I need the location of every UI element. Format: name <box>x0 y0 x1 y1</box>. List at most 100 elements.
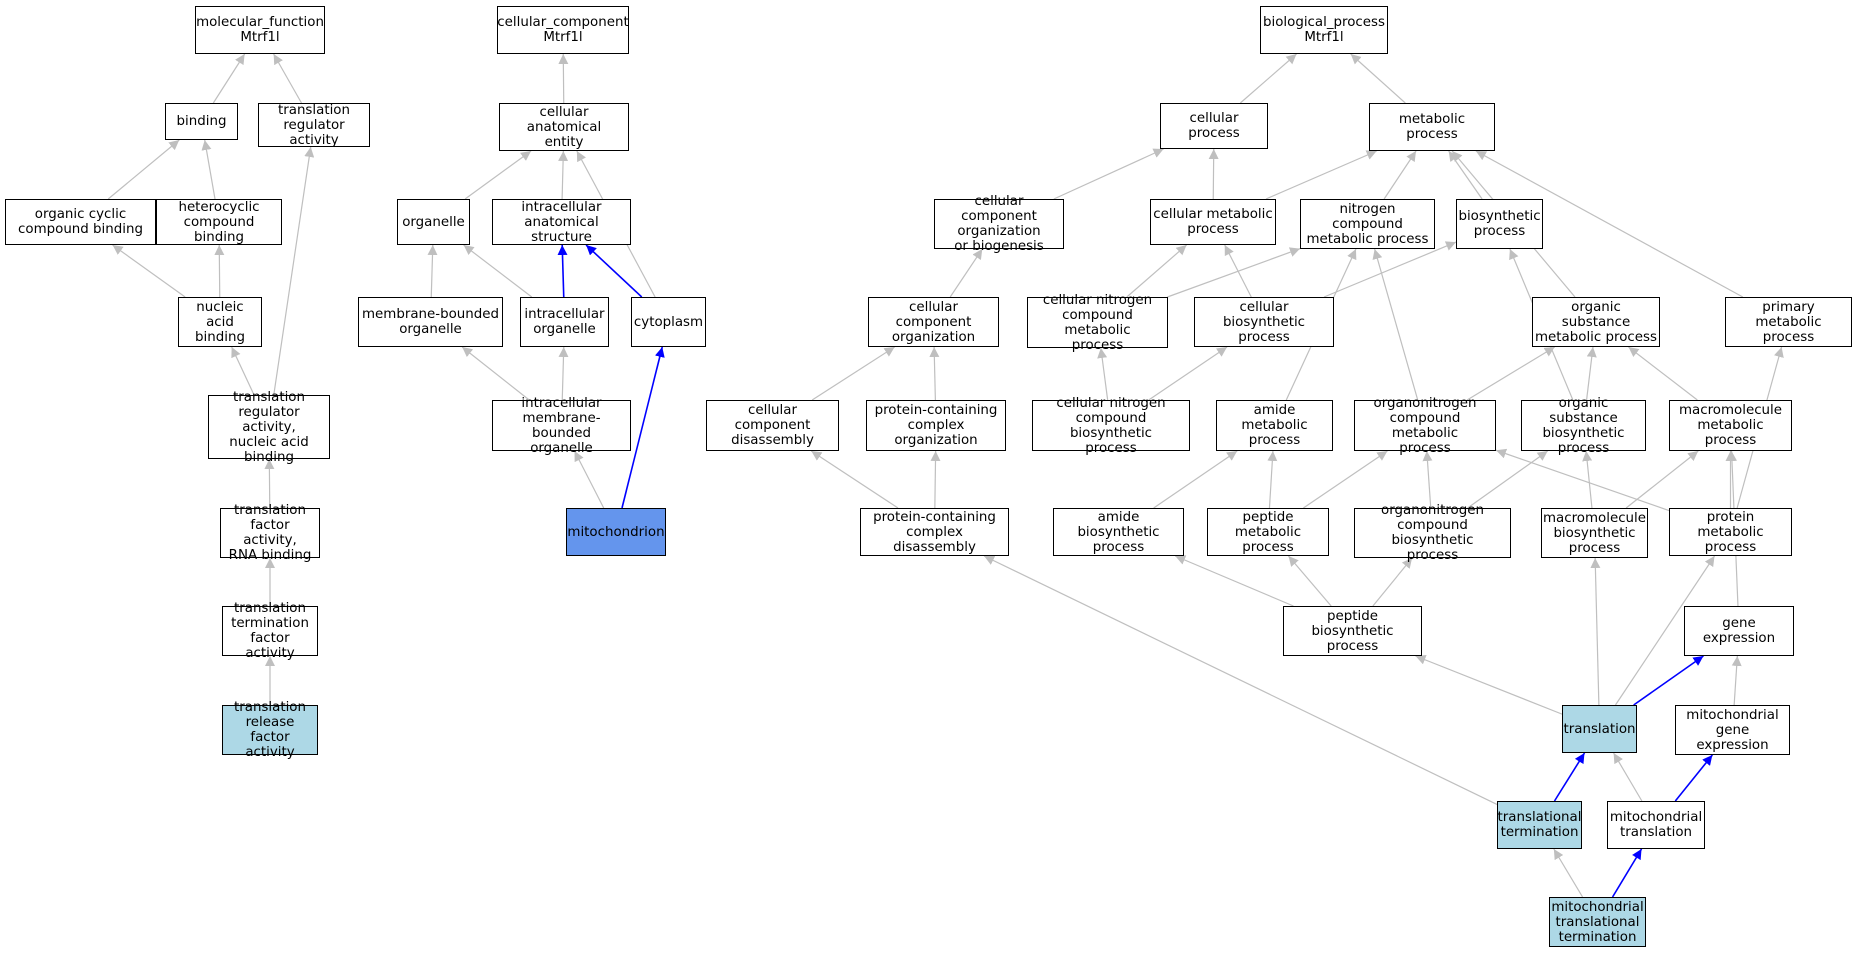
edge-ncmp-to-met_proc <box>1383 150 1417 200</box>
edge-pepbp-to-pepmp <box>1288 555 1332 607</box>
edge-mito_ge-to-gene_exp <box>1731 655 1742 706</box>
go-term-node-het-cyc[interactable]: heterocyclic compound binding <box>156 199 282 245</box>
go-term-node-pcd[interactable]: protein-containing complex disassembly <box>860 508 1009 556</box>
edge-ias-to-cae <box>558 150 569 200</box>
go-term-node-mbp[interactable]: macromolecule biosynthetic process <box>1541 508 1648 558</box>
go-term-node-org-cyc[interactable]: organic cyclic compound binding <box>5 199 156 245</box>
go-term-node-cytoplasm[interactable]: cytoplasm <box>631 297 706 347</box>
edge-mbo-to-organelle <box>427 244 438 298</box>
go-term-node-bp-root[interactable]: biological_process Mtrf1l <box>1260 6 1388 54</box>
go-term-node-met-proc[interactable]: metabolic process <box>1369 103 1495 151</box>
go-term-node-cncbp[interactable]: cellular nitrogen compound biosynthetic … <box>1032 396 1190 456</box>
edge-nuc_acid-to-het_cyc <box>214 244 225 298</box>
go-term-node-pmp[interactable]: primary metabolic process <box>1725 297 1852 347</box>
go-term-node-amp[interactable]: amide metabolic process <box>1216 400 1333 451</box>
go-term-node-organelle[interactable]: organelle <box>397 199 470 245</box>
go-term-node-trans-term-fact[interactable]: translation termination factor activity <box>222 601 318 661</box>
edge-mbp-to-osbp <box>1582 450 1593 509</box>
edge-mmp-to-osmp <box>1628 346 1698 401</box>
go-term-node-ias[interactable]: intracellular anatomical structure <box>492 199 631 245</box>
edge-cbp-to-cmp <box>1224 244 1252 298</box>
edge-imbo-to-mbo <box>461 346 530 401</box>
edge-cco-to-ccob <box>949 248 983 298</box>
go-term-node-mmp[interactable]: macromolecule metabolic process <box>1669 400 1792 451</box>
edge-io-to-organelle <box>463 244 533 298</box>
go-term-node-cae[interactable]: cellular anatomical entity <box>499 103 629 151</box>
edge-mito_trans-to-translation <box>1613 752 1643 802</box>
edge-pepmp-to-amp <box>1267 450 1278 509</box>
edge-pepbp-to-oncbp <box>1372 557 1413 607</box>
edge-cytoplasm-to-ias <box>585 244 643 298</box>
go-term-node-mito-tt[interactable]: mitochondrial translational termination <box>1549 897 1646 947</box>
go-term-node-mbo[interactable]: membrane-bounded organelle <box>358 297 503 347</box>
go-term-node-translation[interactable]: translation <box>1562 705 1637 753</box>
edge-abp-to-amp <box>1153 450 1238 509</box>
edge-ccob-to-cell_proc <box>1053 148 1164 200</box>
go-term-node-cbp[interactable]: cellular biosynthetic process <box>1194 297 1334 347</box>
go-term-node-mito-trans[interactable]: mitochondrial translation <box>1607 801 1705 849</box>
go-term-node-io[interactable]: intracellular organelle <box>520 297 609 347</box>
go-term-node-ccob[interactable]: cellular component organization or bioge… <box>934 194 1064 254</box>
go-term-node-oncmp[interactable]: organonitrogen compound metabolic proces… <box>1354 396 1496 456</box>
go-term-node-bios[interactable]: biosynthetic process <box>1456 199 1543 249</box>
edge-ccd-to-cco <box>811 346 895 401</box>
edge-trans_reg_na-to-trans_reg <box>273 146 315 396</box>
go-term-node-trans-reg-na[interactable]: translation regulator activity, nucleic … <box>208 390 330 465</box>
go-term-node-mito-ge[interactable]: mitochondrial gene expression <box>1675 705 1790 755</box>
go-term-node-osbp[interactable]: organic substance biosynthetic process <box>1521 396 1646 456</box>
go-term-node-ccd[interactable]: cellular component disassembly <box>706 400 839 451</box>
edge-oncmp-to-osmp <box>1466 346 1556 401</box>
edge-imbo-to-io <box>558 346 569 401</box>
go-term-node-mf-root[interactable]: molecular_function Mtrf1l <box>195 6 325 54</box>
go-term-node-cco[interactable]: cellular component organization <box>868 297 999 347</box>
go-term-node-trans-reg[interactable]: translation regulator activity <box>258 103 370 148</box>
edge-mito-to-cytoplasm <box>621 346 665 509</box>
go-term-node-protmp[interactable]: protein metabolic process <box>1669 508 1792 556</box>
go-term-node-trans-term[interactable]: translational termination <box>1497 801 1582 849</box>
go-term-node-imbo[interactable]: intracellular membrane-bounded organelle <box>492 396 631 456</box>
go-term-node-cncmp[interactable]: cellular nitrogen compound metabolic pro… <box>1027 293 1168 353</box>
go-term-node-pepmp[interactable]: peptide metabolic process <box>1207 508 1329 556</box>
edge-mito_tt-to-trans_term <box>1553 848 1584 898</box>
go-term-node-nuc-acid[interactable]: nucleic acid binding <box>178 297 262 347</box>
edge-oncbp-to-oncmp <box>1422 450 1433 509</box>
go-term-node-osmp[interactable]: organic substance metabolic process <box>1532 297 1660 347</box>
edge-cell_proc-to-bp_root <box>1239 53 1297 104</box>
edge-cmp-to-met_proc <box>1265 150 1377 200</box>
edge-cncmp-to-cmp <box>1126 244 1187 298</box>
go-term-node-trans-fact[interactable]: translation factor activity, RNA binding <box>220 503 320 563</box>
edge-translation-to-pepbp <box>1415 655 1563 715</box>
edge-io-to-ias <box>557 244 568 298</box>
edge-mito_tt-to-mito_trans <box>1611 848 1643 898</box>
edge-cbp-to-bios <box>1323 241 1457 298</box>
go-term-node-cc-root[interactable]: cellular_component Mtrf1l <box>497 6 629 54</box>
go-term-node-mito[interactable]: mitochondrion <box>566 508 666 556</box>
go-term-node-cmp[interactable]: cellular metabolic process <box>1150 199 1276 245</box>
edge-pcd-to-ccd <box>810 450 899 509</box>
edge-cncmp-to-ncmp <box>1167 247 1301 298</box>
edge-trans_reg-to-mf_root <box>273 53 303 104</box>
edge-pco-to-cco <box>929 346 940 401</box>
go-term-node-gene-exp[interactable]: gene expression <box>1684 606 1794 656</box>
edge-trans_reg_na-to-nuc_acid <box>231 346 255 396</box>
edge-pepmp-to-oncmp <box>1303 450 1388 509</box>
go-term-node-oncbp[interactable]: organonitrogen compound biosynthetic pro… <box>1354 503 1511 563</box>
edge-cmp-to-cell_proc <box>1208 148 1219 200</box>
edge-protmp-to-oncmp <box>1495 448 1670 512</box>
edge-mito_trans-to-mito_ge <box>1674 754 1713 802</box>
go-term-node-cell-proc[interactable]: cellular process <box>1160 103 1268 149</box>
go-term-node-trans-rel[interactable]: translation release factor activity <box>222 700 318 760</box>
go-term-node-ncmp[interactable]: nitrogen compound metabolic process <box>1300 199 1435 249</box>
go-term-node-pepbp[interactable]: peptide biosynthetic process <box>1283 606 1422 656</box>
edge-translation-to-mbp <box>1590 557 1601 706</box>
go-term-node-abp[interactable]: amide biosynthetic process <box>1053 508 1184 556</box>
edge-mito-to-imbo <box>574 450 605 509</box>
edge-trans_term-to-translation <box>1553 752 1586 802</box>
edge-nuc_acid-to-org_cyc <box>112 244 186 298</box>
edge-cncbp-to-cbp <box>1148 346 1228 401</box>
go-term-node-pco[interactable]: protein-containing complex organization <box>866 400 1006 451</box>
go-term-node-binding[interactable]: binding <box>165 103 238 140</box>
edge-trans_term-to-pcd <box>983 555 1498 805</box>
edge-met_proc-to-bp_root <box>1350 53 1406 104</box>
